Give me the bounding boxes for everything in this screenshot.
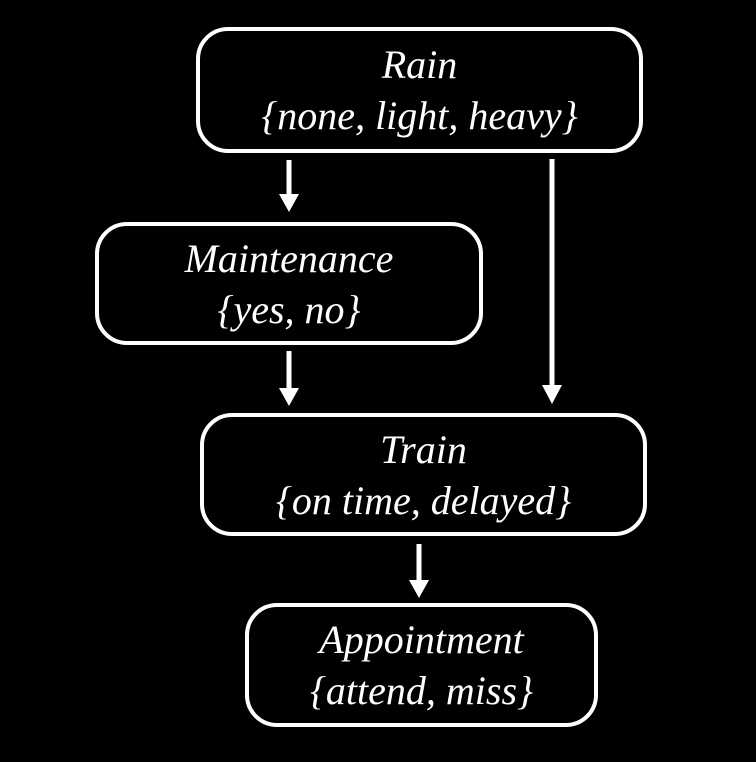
node-rain-label: Rain (381, 42, 458, 87)
edge-train-appointment-arrowhead-icon (409, 580, 429, 598)
node-maintenance-label: Maintenance (184, 235, 394, 281)
node-maintenance: Maintenance {yes, no} (95, 222, 483, 345)
node-train-label: Train (380, 426, 467, 472)
node-appointment-label: Appointment (319, 617, 524, 662)
node-rain: Rain {none, light, heavy} (196, 27, 643, 153)
node-train: Train {on time, delayed} (200, 413, 647, 536)
edge-maintenance-train-arrowhead-icon (279, 388, 299, 406)
node-rain-states: {none, light, heavy} (261, 93, 578, 138)
edge-rain-maintenance-arrowhead-icon (279, 194, 299, 212)
node-appointment-states: {attend, miss} (309, 668, 534, 713)
edge-rain-maintenance (279, 160, 299, 212)
node-appointment: Appointment {attend, miss} (245, 603, 598, 727)
edge-rain-train (542, 159, 562, 404)
edge-train-appointment (409, 544, 429, 598)
edge-maintenance-train (279, 351, 299, 406)
node-train-states: {on time, delayed} (275, 477, 572, 523)
edge-rain-train-arrowhead-icon (542, 385, 562, 404)
node-maintenance-states: {yes, no} (217, 286, 361, 332)
